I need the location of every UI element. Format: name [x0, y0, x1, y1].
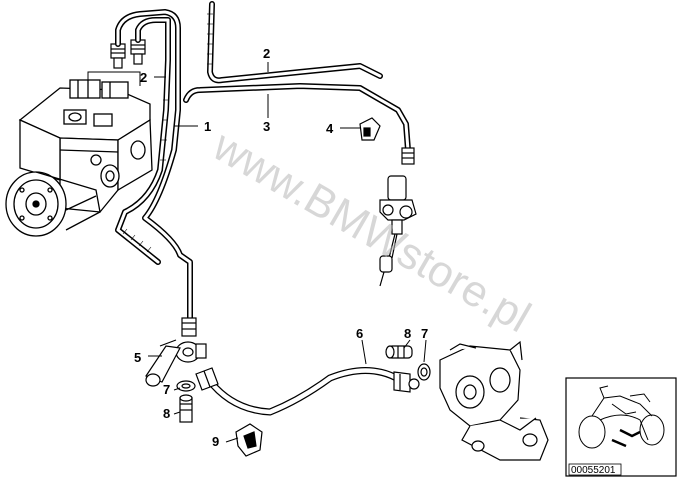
callout-leaders: [148, 62, 427, 443]
callout-7-right: 7: [421, 326, 428, 341]
brake-hose: [202, 366, 404, 416]
callout-2-left: 2: [140, 70, 147, 85]
callout-3: 3: [263, 119, 270, 134]
washer-bolt-right: [385, 345, 431, 381]
inset-code: 00055201: [571, 465, 616, 476]
hose-fittings: [195, 367, 420, 393]
callout-2-top: 2: [263, 46, 270, 61]
abs-pressure-modulator: [5, 79, 153, 237]
washer-bolt-left: [176, 380, 196, 423]
callout-5: 5: [134, 350, 141, 365]
callout-7-left: 7: [163, 382, 170, 397]
callout-8-left: 8: [163, 406, 170, 421]
callout-4: 4: [326, 121, 334, 136]
callout-9: 9: [212, 434, 219, 449]
callout-8-right: 8: [404, 326, 411, 341]
rear-brake-caliper: [439, 340, 549, 461]
rear-master-cylinder: [379, 175, 417, 287]
part4-clip: [359, 117, 381, 141]
brake-pipes: [115, 1, 411, 321]
motorcycle-icon: [578, 385, 665, 449]
callout-1: 1: [204, 119, 211, 134]
pipe-hatch: [122, 13, 213, 253]
watermark: www.BMWstore.pl: [204, 121, 538, 342]
inset-thumbnail: 00055201: [565, 377, 677, 477]
callout-6: 6: [356, 326, 363, 341]
banjo-fitting-left: [145, 317, 207, 387]
pipe3-fitting: [401, 147, 415, 165]
hose-clip: [235, 423, 263, 457]
top-fittings: [110, 39, 146, 69]
